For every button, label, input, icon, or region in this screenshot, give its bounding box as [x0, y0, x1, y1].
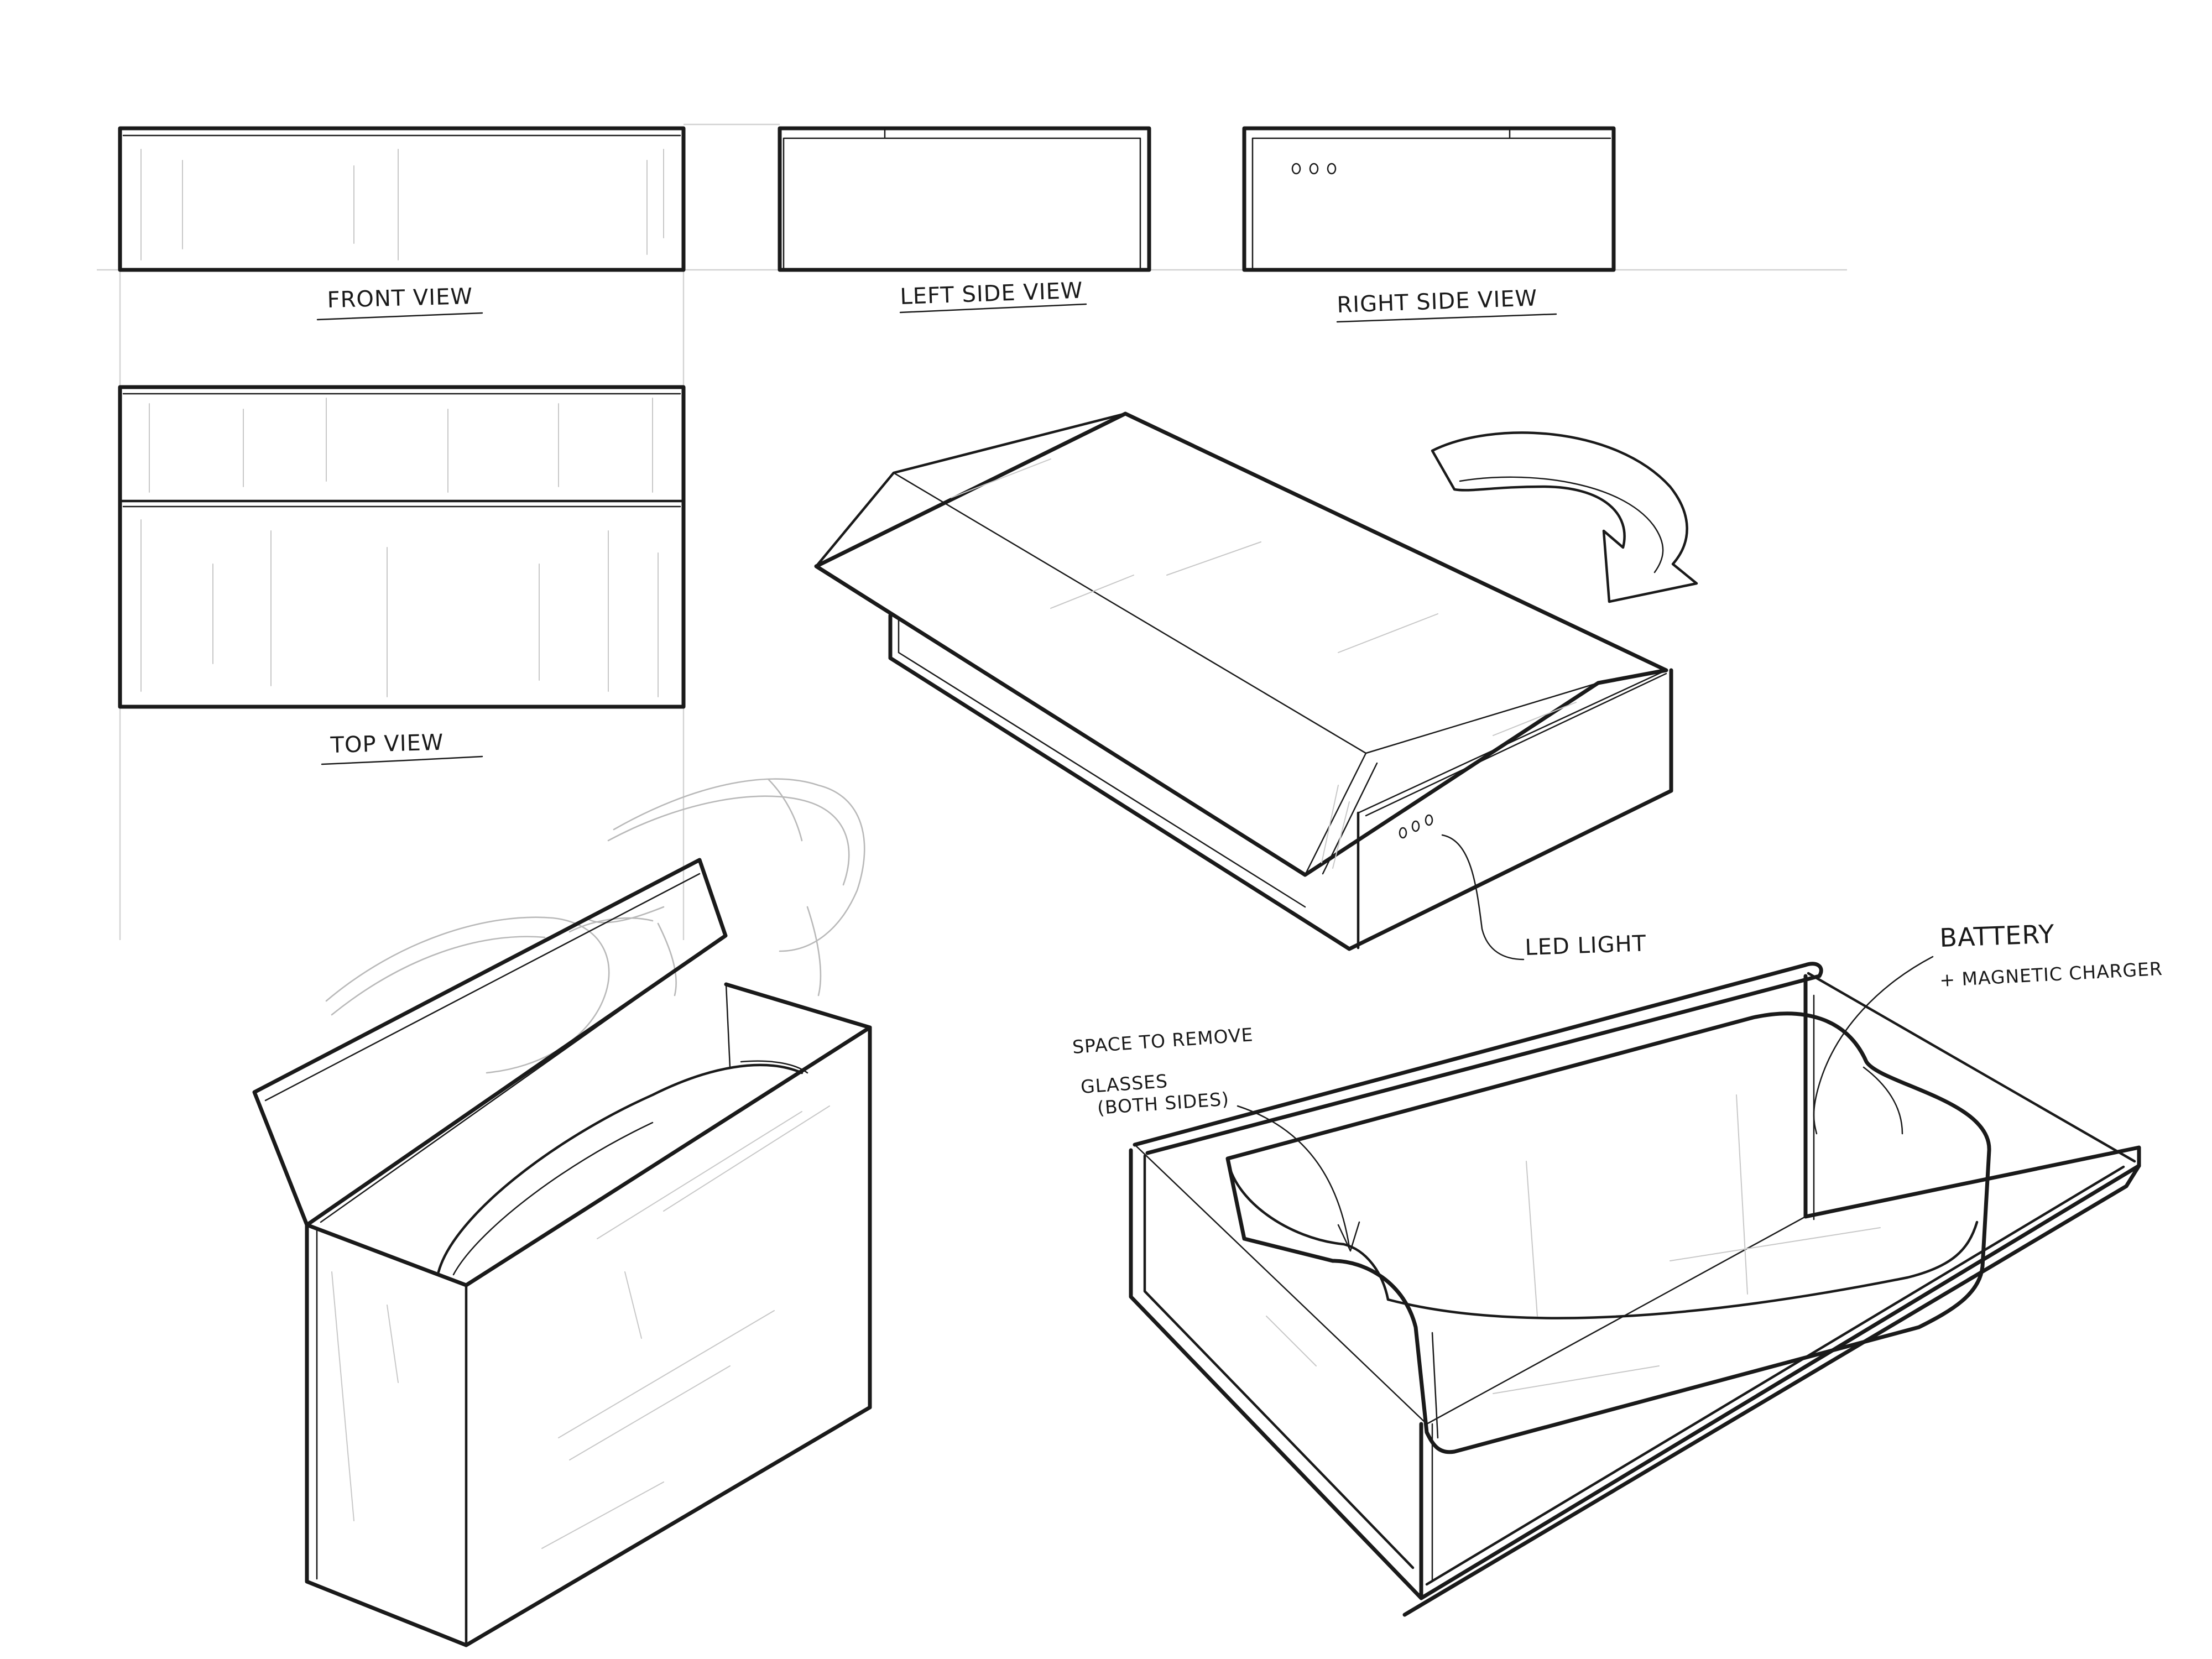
battery-label: BATTERY [1939, 919, 2055, 953]
top-view-underline [321, 755, 483, 765]
tray-battery-drawing [1129, 962, 2141, 1617]
space-to-remove-label: SPACE TO REMOVE [1072, 1024, 1254, 1058]
led-light-leader [1441, 834, 1525, 961]
battery-leader [1813, 956, 1934, 1135]
led-dot [1309, 163, 1319, 175]
led-dot [1327, 163, 1337, 175]
led-light-label: LED LIGHT [1525, 931, 1647, 961]
right-side-view-underline [1336, 313, 1557, 323]
front-view-underline [316, 312, 483, 321]
led-dot [1291, 163, 1301, 175]
front-view-label: FRONT VIEW [327, 284, 473, 313]
top-view-drawing [118, 385, 686, 709]
rotate-arrow-icon [1431, 431, 1698, 603]
open-case-drawing [252, 858, 872, 1647]
left-side-view-drawing [778, 126, 1151, 272]
glasses-ghost-drawing [325, 778, 865, 1074]
top-view-label: TOP VIEW [330, 730, 444, 758]
magnetic-charger-label: + MAGNETIC CHARGER [1939, 958, 2163, 991]
led-dot [1411, 820, 1420, 832]
space-leader-arrowhead [1337, 1221, 1360, 1252]
front-view-drawing [118, 126, 686, 272]
left-side-view-underline [899, 303, 1087, 314]
space-leader-arrow [1237, 1105, 1350, 1248]
led-dot [1425, 814, 1433, 826]
closed-case-drawing [814, 411, 1673, 951]
construction-guides [97, 123, 1847, 940]
right-side-view-label: RIGHT SIDE VIEW [1337, 285, 1538, 318]
led-dot [1399, 827, 1407, 839]
right-side-view-drawing [1242, 126, 1616, 272]
